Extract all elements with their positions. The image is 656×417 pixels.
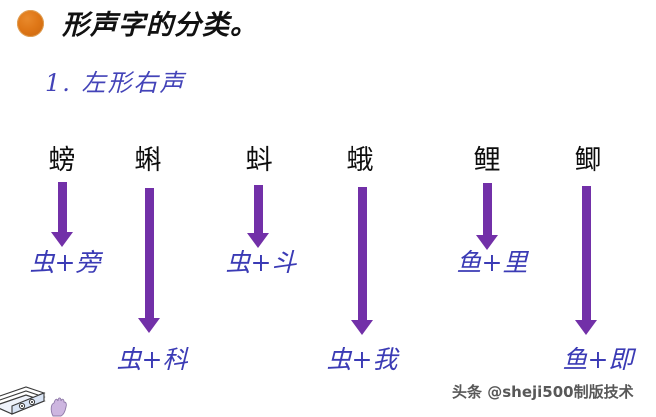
- arrow-head: [247, 233, 269, 248]
- down-arrow-icon: [247, 185, 269, 248]
- decomposition-label: 虫+旁: [29, 248, 101, 277]
- source-character: 鲫: [574, 145, 602, 176]
- down-arrow-icon: [351, 187, 373, 335]
- arrow-head: [51, 232, 73, 247]
- down-arrow-icon: [476, 183, 498, 250]
- source-character: 鲤: [473, 145, 501, 176]
- down-arrow-icon: [138, 188, 160, 333]
- section-subtitle: 1. 左形右声: [45, 69, 186, 97]
- decomposition-label: 虫+科: [116, 345, 188, 374]
- watermark-text: 头条 @sheji500制版技术: [452, 383, 634, 401]
- arrow-head: [138, 318, 160, 333]
- arrow-head: [575, 320, 597, 335]
- source-character: 蚪: [245, 145, 273, 176]
- arrow-shaft: [253, 185, 263, 233]
- decomposition-label: 虫+斗: [225, 248, 297, 277]
- arrow-shaft: [357, 187, 367, 320]
- arrow-shaft: [57, 182, 67, 232]
- arrow-shaft: [581, 186, 591, 320]
- decomposition-label: 虫+我: [326, 345, 398, 374]
- orange-circle-bullet-icon: [17, 10, 44, 37]
- source-character: 蛾: [346, 145, 374, 176]
- hand-icon: [50, 397, 67, 417]
- page-title: 形声字的分类。: [62, 10, 258, 41]
- source-character: 蝌: [134, 145, 162, 176]
- down-arrow-icon: [575, 186, 597, 335]
- arrow-head: [351, 320, 373, 335]
- stack-of-books-icon: [0, 386, 46, 415]
- arrow-shaft: [482, 183, 492, 235]
- down-arrow-icon: [51, 182, 73, 247]
- decomposition-label: 鱼+即: [562, 345, 634, 374]
- arrow-shaft: [144, 188, 154, 318]
- source-character: 螃: [48, 145, 76, 176]
- arrow-head: [476, 235, 498, 250]
- decomposition-label: 鱼+里: [456, 248, 528, 277]
